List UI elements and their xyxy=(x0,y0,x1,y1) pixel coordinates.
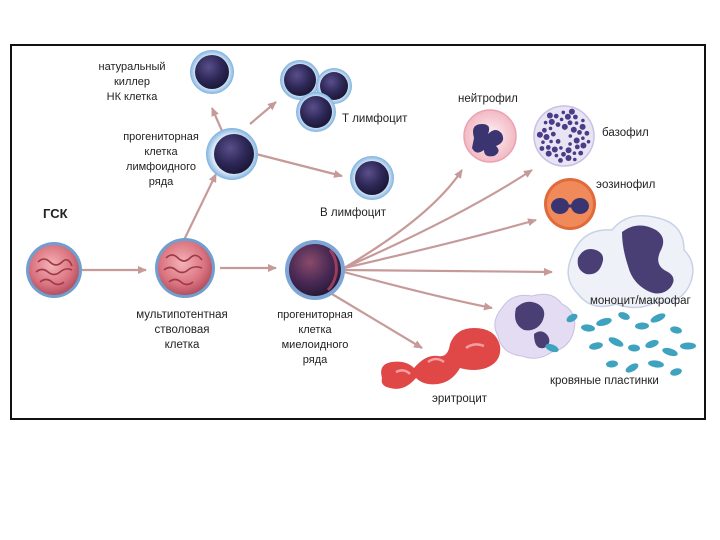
basophil-icon xyxy=(533,105,595,167)
arrow-myeloid-basophil xyxy=(343,169,533,270)
nk-cell-icon xyxy=(190,50,234,94)
label-t-cell: Т лимфоцит xyxy=(342,113,408,125)
lymphoid-progenitor-icon xyxy=(206,128,258,180)
arrow-lymphoid-t xyxy=(249,101,277,125)
eosinophil-icon xyxy=(544,178,596,230)
erythrocyte-icon xyxy=(381,328,501,389)
arrow-myeloid-platelets xyxy=(343,270,493,311)
arrow-myeloid-neutrophil xyxy=(343,169,463,269)
arrow-lymphoid-b xyxy=(255,152,343,178)
b-lymphocyte-icon xyxy=(350,156,394,200)
label-lymphoid: прогениторная клетка лимфоидного ряда xyxy=(106,130,216,190)
label-erythrocyte: эритроцит xyxy=(432,393,488,405)
label-myeloid: прогениторная клетка миелоидного ряда xyxy=(260,308,370,368)
arrow-myeloid-eosinophil xyxy=(343,218,537,270)
label-myeloid-line-1: прогениторная xyxy=(277,309,353,321)
arrow-myeloid-erythrocyte xyxy=(331,293,423,349)
label-myeloid-line-2: клетка xyxy=(298,324,332,336)
label-lymphoid-line-4: ряда xyxy=(148,176,174,188)
label-monocyte: моноцит/макрофаг xyxy=(590,295,691,307)
label-hsc: ГСК xyxy=(43,206,68,221)
label-lymphoid-line-1: прогениторная xyxy=(123,131,199,143)
label-lymphoid-line-3: лимфоидного xyxy=(126,161,196,173)
platelets-icon xyxy=(494,293,696,376)
label-nk-line-1: натуральный xyxy=(98,61,166,73)
label-nk: натуральный киллер НК клетка xyxy=(82,60,182,105)
label-eosinophil: эозинофил xyxy=(596,179,656,191)
label-multipotent-line-1: мультипотентная xyxy=(136,309,228,321)
label-myeloid-line-3: миелоидного xyxy=(281,339,349,351)
label-multipotent: мультипотентная стволовая клетка xyxy=(117,308,247,353)
arrows xyxy=(82,101,553,349)
label-myeloid-line-4: ряда xyxy=(302,354,328,366)
label-nk-line-2: киллер xyxy=(113,76,151,88)
label-b-cell: В лимфоцит xyxy=(320,207,387,219)
arrow-multipotent-lymphoid xyxy=(183,173,217,241)
label-platelets: кровяные пластинки xyxy=(550,375,659,387)
label-nk-line-3: НК клетка xyxy=(106,91,158,103)
label-basophil: базофил xyxy=(602,127,649,139)
arrow-lymphoid-nk xyxy=(210,107,224,132)
diagram-frame: ГСК мультипотентная стволовая клетка про… xyxy=(10,44,706,420)
label-multipotent-line-2: стволовая xyxy=(154,324,210,336)
monocyte-macrophage-icon xyxy=(567,215,694,309)
hematopoiesis-diagram xyxy=(26,50,696,389)
myeloid-progenitor-icon xyxy=(285,240,345,300)
label-neutrophil: нейтрофил xyxy=(458,93,518,105)
neutrophil-icon xyxy=(463,109,517,163)
stem-cell-icon xyxy=(26,242,82,298)
multipotent-cell-icon xyxy=(155,238,215,298)
label-lymphoid-line-2: клетка xyxy=(144,146,178,158)
arrow-myeloid-monocyte xyxy=(343,267,553,276)
label-multipotent-line-3: клетка xyxy=(164,339,200,351)
t-lymphocyte-icon xyxy=(280,60,352,132)
